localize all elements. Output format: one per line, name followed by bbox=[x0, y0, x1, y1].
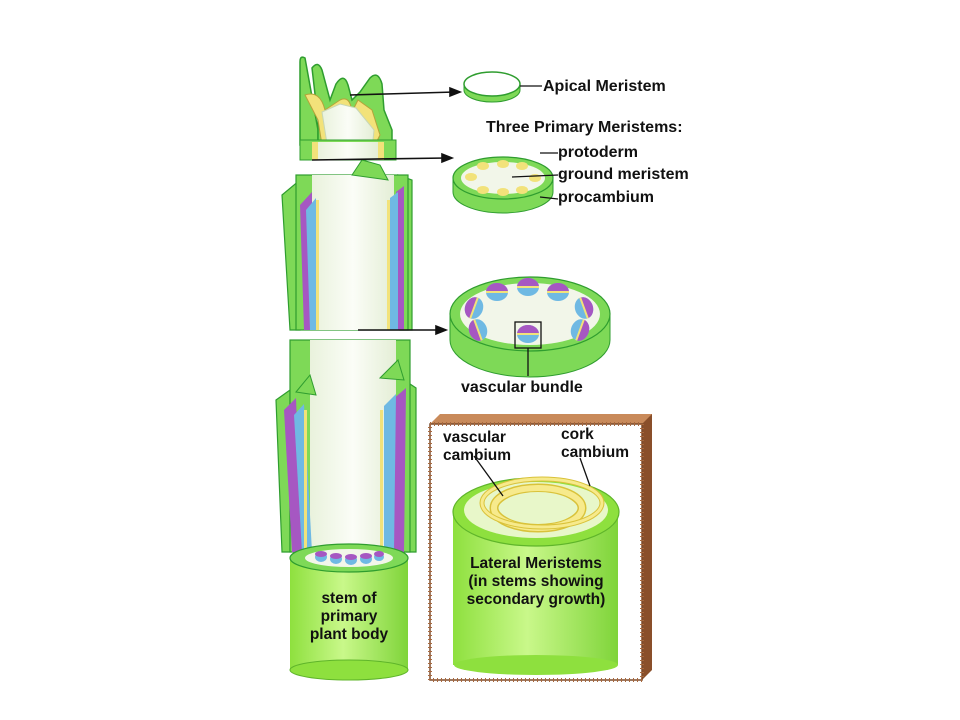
label-cork-cambium-line1: cork bbox=[561, 426, 594, 443]
label-three-primary-meristems: Three Primary Meristems: bbox=[486, 119, 683, 136]
stem-illustration bbox=[275, 56, 417, 681]
vascular-bundle-disc bbox=[449, 276, 611, 378]
label-cork-cambium: cork cambium bbox=[561, 426, 629, 462]
label-lateral-meristems: Lateral Meristems (in stems showing seco… bbox=[450, 555, 622, 609]
stem-middle-section bbox=[281, 159, 413, 331]
primary-meristems-disc bbox=[452, 152, 559, 214]
label-vascular-cambium-line2: cambium bbox=[443, 447, 512, 464]
label-lateral-line3: secondary growth) bbox=[466, 591, 606, 608]
vascular-bundle-ring bbox=[315, 551, 384, 565]
label-lateral-line1: Lateral Meristems bbox=[470, 555, 602, 572]
label-stem-line3: plant body bbox=[309, 626, 389, 643]
label-protoderm: protoderm bbox=[558, 144, 638, 161]
label-cork-cambium-line2: cambium bbox=[561, 444, 630, 461]
label-lateral-line2: (in stems showing bbox=[468, 573, 604, 590]
pointer-arrows bbox=[311, 86, 463, 336]
vascular-bundles bbox=[464, 278, 594, 343]
label-stem-line1: stem of bbox=[321, 590, 377, 607]
label-ground-meristem: ground meristem bbox=[558, 166, 689, 183]
stem-base-cylinder bbox=[289, 543, 409, 681]
label-vascular-cambium-line1: vascular bbox=[443, 429, 506, 446]
apical-meristem-disc bbox=[463, 71, 542, 103]
label-stem-line2: primary bbox=[320, 608, 378, 625]
label-apical-meristem: Apical Meristem bbox=[543, 78, 666, 95]
label-stem-primary-plant-body: stem of primary plant body bbox=[292, 590, 406, 644]
stem-lower-section bbox=[275, 339, 417, 553]
label-procambium: procambium bbox=[558, 189, 655, 206]
label-vascular-cambium: vascular cambium bbox=[443, 429, 511, 465]
label-vascular-bundle: vascular bundle bbox=[461, 379, 583, 396]
lateral-meristem-panel bbox=[428, 414, 652, 682]
shoot-apex bbox=[299, 56, 397, 161]
